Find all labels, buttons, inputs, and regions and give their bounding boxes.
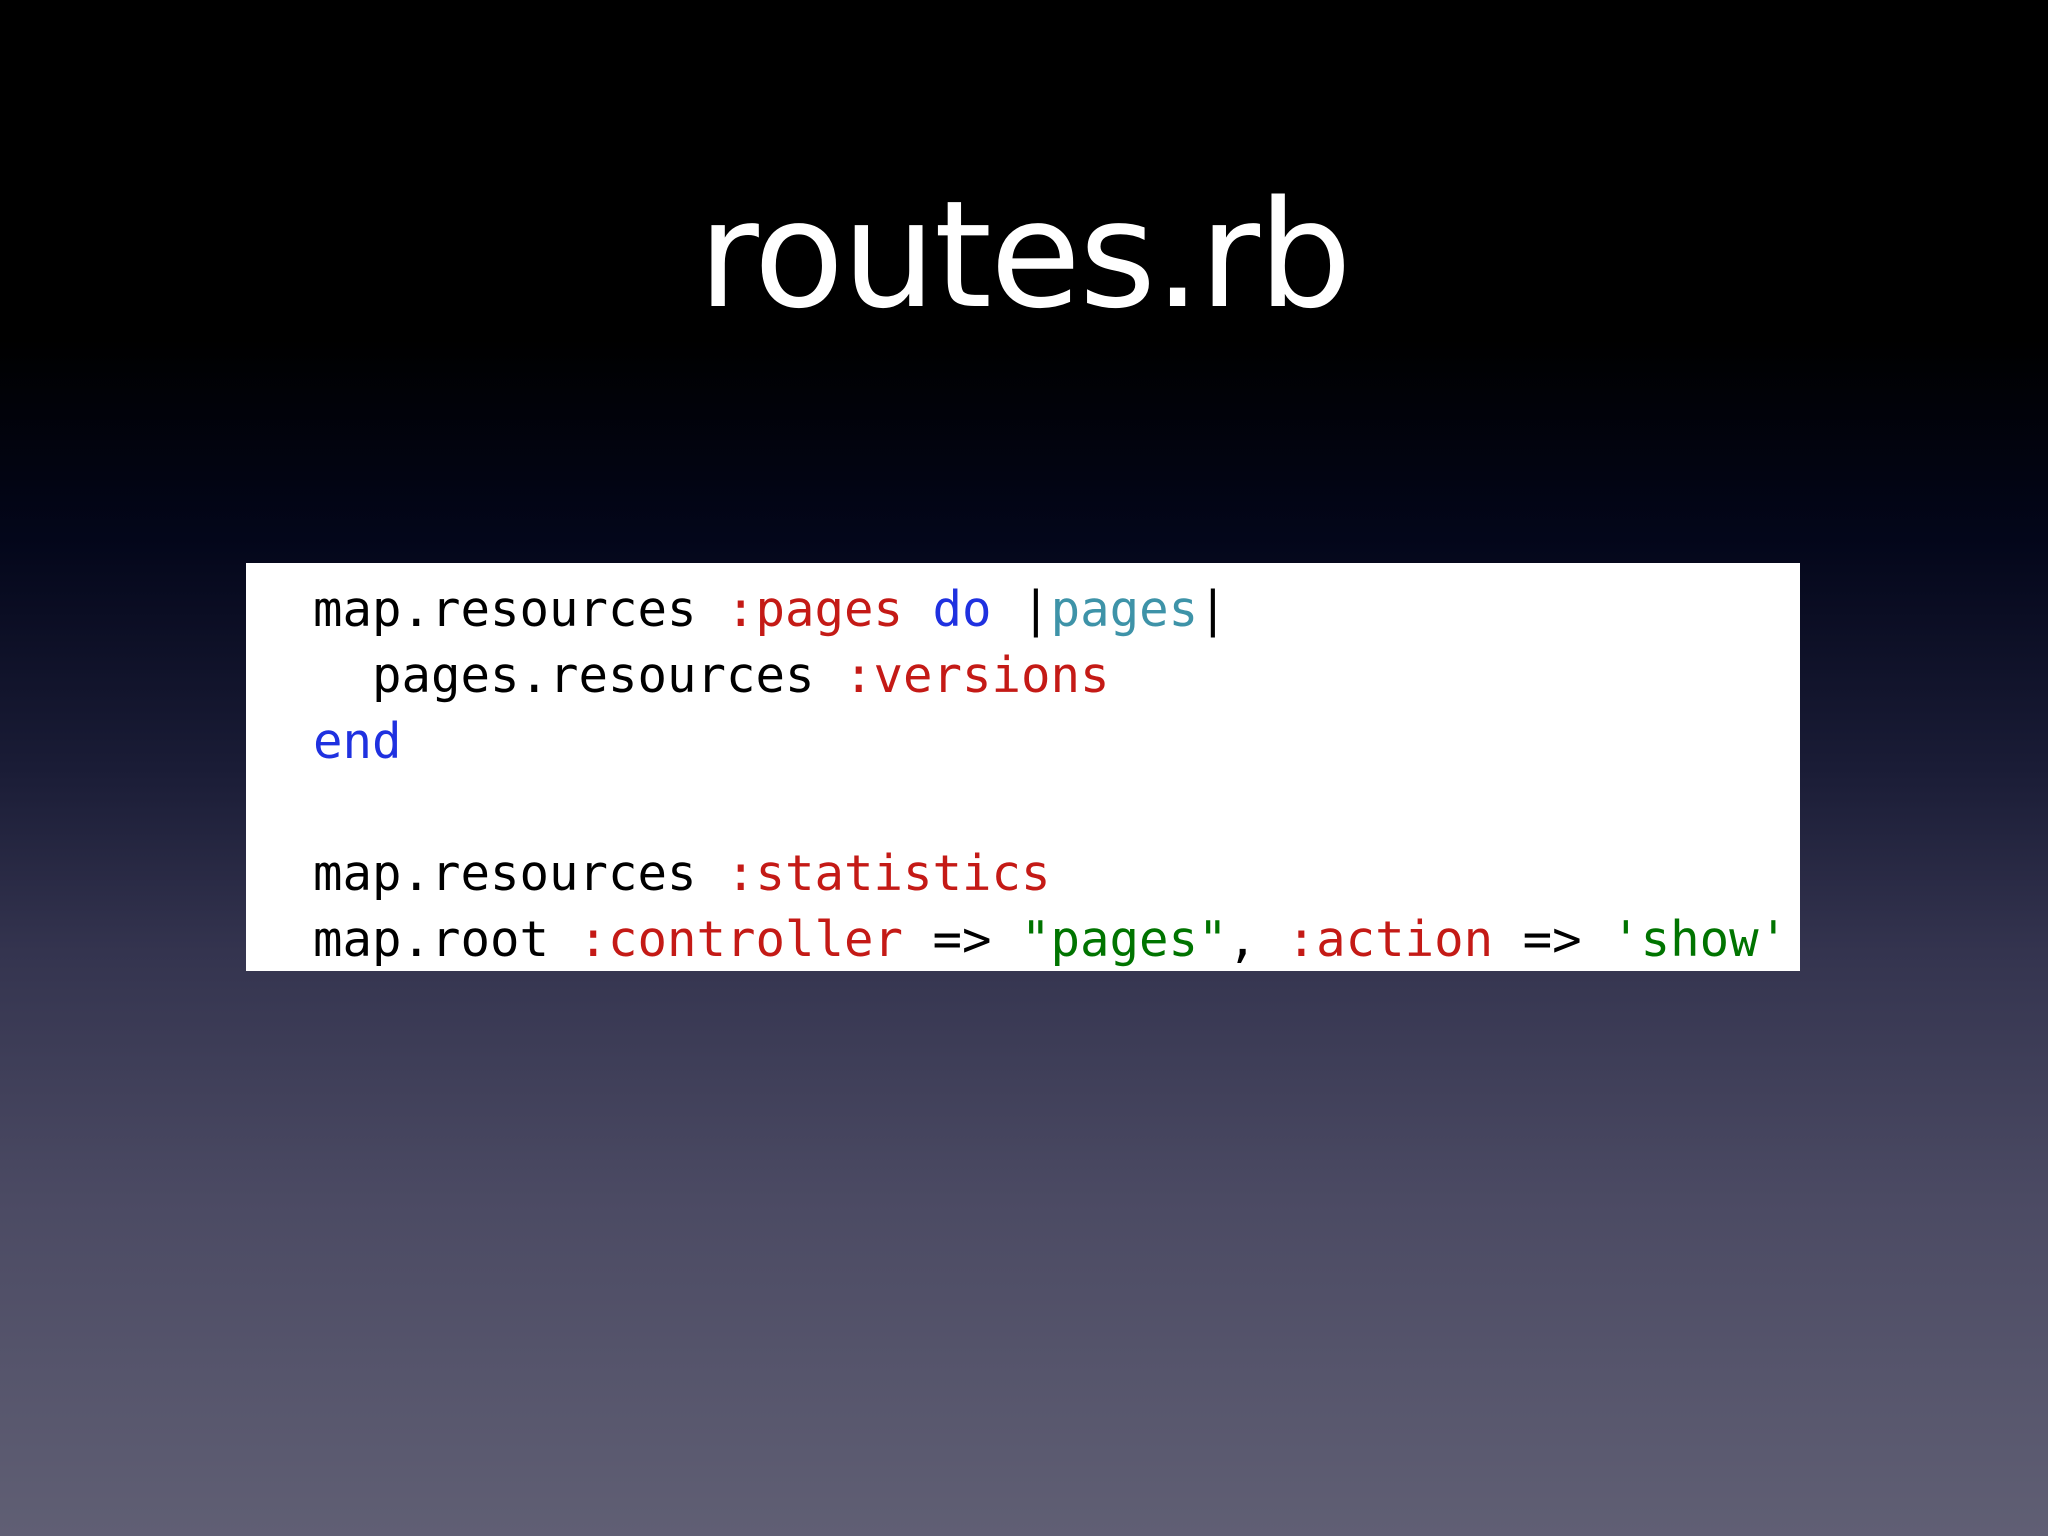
code-token-default: =>: [1493, 911, 1612, 968]
code-token-blockvar: pages: [1050, 581, 1199, 638]
code-line: map.root :controller => "pages", :action…: [313, 907, 1800, 973]
code-token-symbol: :pages: [726, 581, 904, 638]
code-token-string: 'show': [1611, 911, 1789, 968]
code-block: map.resources :pages do |pages| pages.re…: [246, 563, 1800, 971]
code-line: map.resources :pages do |pages|: [313, 577, 1800, 643]
code-line: map.resources :statistics: [313, 841, 1800, 907]
code-token-default: ,: [1227, 911, 1287, 968]
code-token-symbol: :versions: [844, 647, 1110, 704]
code-token-symbol: :action: [1286, 911, 1494, 968]
code-token-default: map.resources: [313, 581, 727, 638]
code-token-default: map.root: [313, 911, 579, 968]
code-token-default: |: [991, 581, 1051, 638]
code-line: [313, 775, 1800, 841]
code-token-symbol: :statistics: [726, 845, 1051, 902]
code-line: pages.resources :versions: [313, 643, 1800, 709]
code-token-string: "pages": [1021, 911, 1228, 968]
code-token-default: [903, 581, 933, 638]
code-token-symbol: :controller: [578, 911, 904, 968]
code-token-default: map.resources: [313, 845, 727, 902]
code-token-keyword: do: [932, 581, 992, 638]
code-token-default: =>: [903, 911, 1022, 968]
code-token-keyword: end: [313, 713, 402, 770]
code-token-default: |: [1198, 581, 1228, 638]
code-line: end: [313, 709, 1800, 775]
code-token-default: pages.resources: [313, 647, 845, 704]
slide-title: routes.rb: [698, 169, 1352, 341]
